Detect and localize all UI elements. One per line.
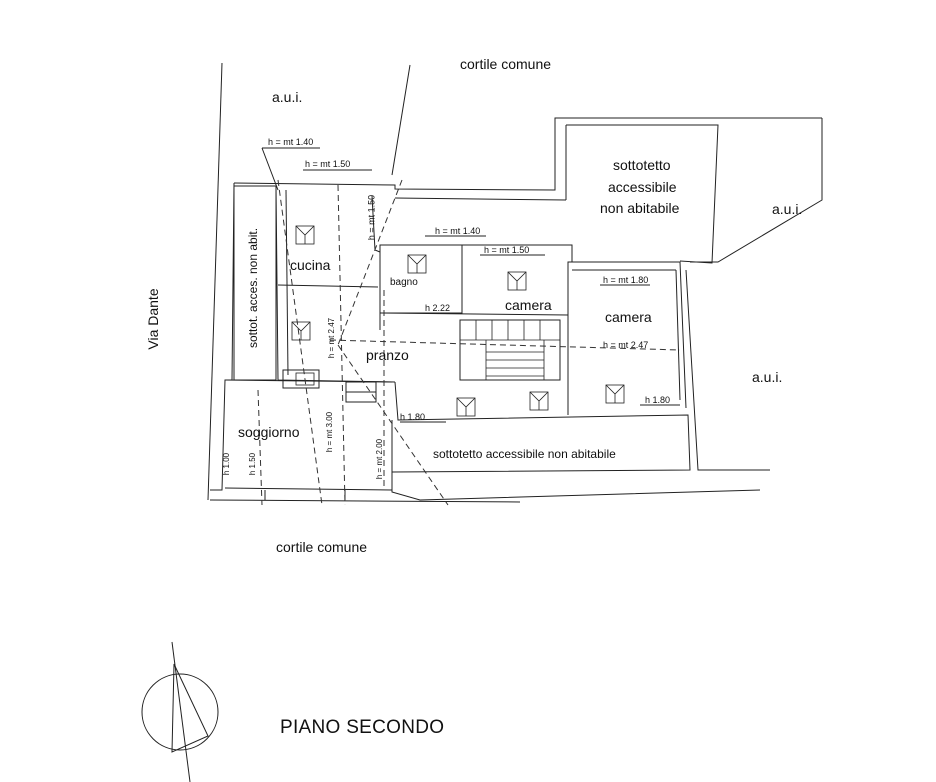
boundary-line-left xyxy=(207,62,223,501)
boundary-bottom xyxy=(209,499,521,503)
attic-top-label-1: sottotetto xyxy=(613,157,671,173)
height-150-mid: h = mt 1.50 xyxy=(484,245,530,255)
height-300: h = mt 3.00 xyxy=(325,411,334,453)
wall-living-bottom xyxy=(224,487,393,491)
height-200: h = mt 2.00 xyxy=(375,438,384,480)
bathroom-label: bagno xyxy=(390,277,418,288)
wall-top xyxy=(233,117,822,191)
courtyard-bottom-label: cortile comune xyxy=(276,539,368,555)
street-label: Via Dante xyxy=(145,288,161,350)
height-180-right: h 1.80 xyxy=(645,395,671,405)
wall-bottom-attic xyxy=(391,381,761,501)
height-247-vertical: h = mt 2.47 xyxy=(327,317,336,359)
dining-label: pranzo xyxy=(366,347,409,363)
fireplace xyxy=(282,369,320,389)
courtyard-top-label: cortile comune xyxy=(460,56,552,72)
floor-title: PIANO SECONDO xyxy=(280,717,445,738)
kitchen-label: cucina xyxy=(290,257,331,273)
height-222: h 2.22 xyxy=(425,303,451,313)
height-180-left: h 1.80 xyxy=(400,412,426,422)
attic-left-label: sottot. acces. non abit. xyxy=(246,227,260,349)
height-140-mid: h = mt 1.40 xyxy=(435,226,481,236)
attic-top-label-2: accessibile xyxy=(608,179,677,195)
height-247-horizontal: h = mt 2.47 xyxy=(603,340,649,350)
height-180-camera: h = mt 1.80 xyxy=(603,275,649,285)
attic-bottom-label: sottotetto accessibile non abitabile xyxy=(433,447,616,461)
wall-camera1-bottom xyxy=(379,312,569,316)
wall-right-bottom xyxy=(685,269,770,471)
wall-attic-top-bottom xyxy=(394,197,567,201)
stairs-outline xyxy=(459,319,561,381)
skylight-symbols xyxy=(291,225,625,417)
boundary-line-top-mid xyxy=(391,64,411,176)
height-100: h 1.00 xyxy=(222,452,231,476)
living-label: soggiorno xyxy=(238,424,300,440)
aui-top-label: a.u.i. xyxy=(272,89,303,105)
north-arrow xyxy=(141,641,219,782)
stair-treads xyxy=(460,320,560,380)
wall-kitchen-bottom xyxy=(277,284,379,288)
dashed-lines xyxy=(257,179,681,506)
wall-camera2 xyxy=(568,261,687,409)
camera-2-label: camera xyxy=(605,309,652,325)
height-150-vertical: h = mt 1.50 xyxy=(366,194,377,241)
attic-top-label-3: non abitabile xyxy=(600,200,680,216)
camera-1-label: camera xyxy=(505,297,552,313)
wall-right-top xyxy=(690,118,823,263)
aui-right-bottom-label: a.u.i. xyxy=(752,369,783,385)
height-140-top: h = mt 1.40 xyxy=(268,137,314,147)
aui-right-top-label: a.u.i. xyxy=(772,201,803,217)
height-150-small: h 1.50 xyxy=(248,452,257,476)
height-150-top: h = mt 1.50 xyxy=(305,159,351,169)
